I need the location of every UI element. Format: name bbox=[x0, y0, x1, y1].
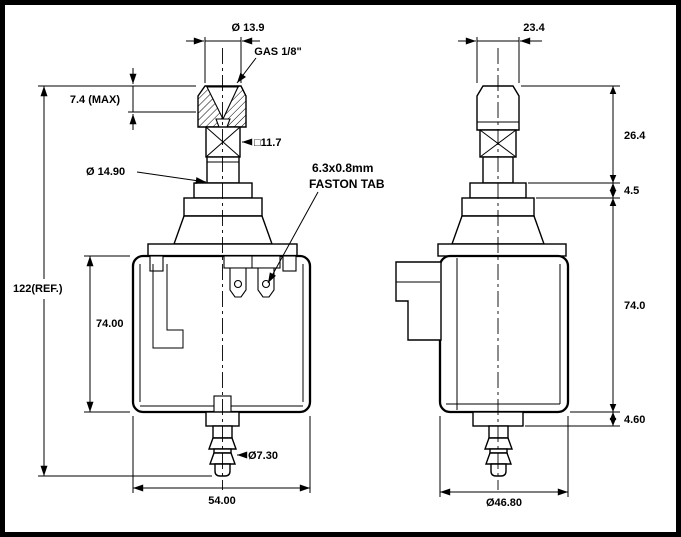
outlet-diameter-label: Ø7.30 bbox=[248, 450, 278, 462]
dim-outlet-diameter: Ø7.30 bbox=[237, 450, 278, 462]
front-view bbox=[131, 48, 312, 490]
front-top-diameter-label: Ø 13.9 bbox=[231, 22, 264, 34]
upper-stem-height-label: 26.4 bbox=[624, 130, 646, 142]
dim-thread-spec: GAS 1/8" bbox=[236, 46, 302, 84]
faston-tab-left bbox=[229, 267, 247, 298]
dim-body-width: 54.00 bbox=[132, 416, 311, 507]
thread-height-label: 7.4 (MAX) bbox=[70, 94, 120, 106]
side-top-width-label: 23.4 bbox=[523, 22, 545, 34]
dim-front-body-height: 74.00 bbox=[84, 255, 130, 413]
dim-front-top-diameter: Ø 13.9 bbox=[186, 22, 265, 83]
square-section-label: □11.7 bbox=[254, 137, 281, 149]
body-width-label: 54.00 bbox=[208, 495, 236, 507]
dim-side-chain: 26.4 4.5 74.0 4.60 bbox=[521, 85, 646, 427]
dim-side-body-diameter: Ø46.80 bbox=[439, 416, 569, 509]
front-square-section bbox=[205, 126, 241, 158]
front-inlet-fitting bbox=[197, 85, 247, 128]
faston-tab-right bbox=[257, 267, 275, 298]
callout-faston-tab: 6.3x0.8mm FASTON TAB bbox=[267, 161, 385, 284]
collar-height-label: 4.5 bbox=[624, 185, 639, 197]
dim-overall-height: 122(REF.) bbox=[13, 85, 212, 477]
overall-height-label: 122(REF.) bbox=[13, 283, 63, 295]
faston-tab-label: FASTON TAB bbox=[309, 177, 385, 191]
side-body-diameter-label: Ø46.80 bbox=[486, 497, 522, 509]
front-body bbox=[131, 254, 312, 414]
dim-side-top-width: 23.4 bbox=[458, 22, 546, 83]
front-body-height-label: 74.00 bbox=[96, 318, 124, 330]
outlet-step-height-label: 4.60 bbox=[624, 414, 645, 426]
stem-diameter-label: Ø 14.90 bbox=[86, 166, 125, 178]
faston-size-label: 6.3x0.8mm bbox=[312, 161, 373, 175]
side-view bbox=[395, 48, 570, 490]
side-body bbox=[395, 254, 570, 414]
dim-thread-height: 7.4 (MAX) bbox=[70, 68, 196, 130]
thread-spec-label: GAS 1/8" bbox=[254, 46, 301, 58]
side-body-height-label: 74.0 bbox=[624, 300, 645, 312]
dim-stem-diameter: Ø 14.90 bbox=[86, 166, 207, 185]
dim-square-section: □11.7 bbox=[242, 137, 281, 149]
